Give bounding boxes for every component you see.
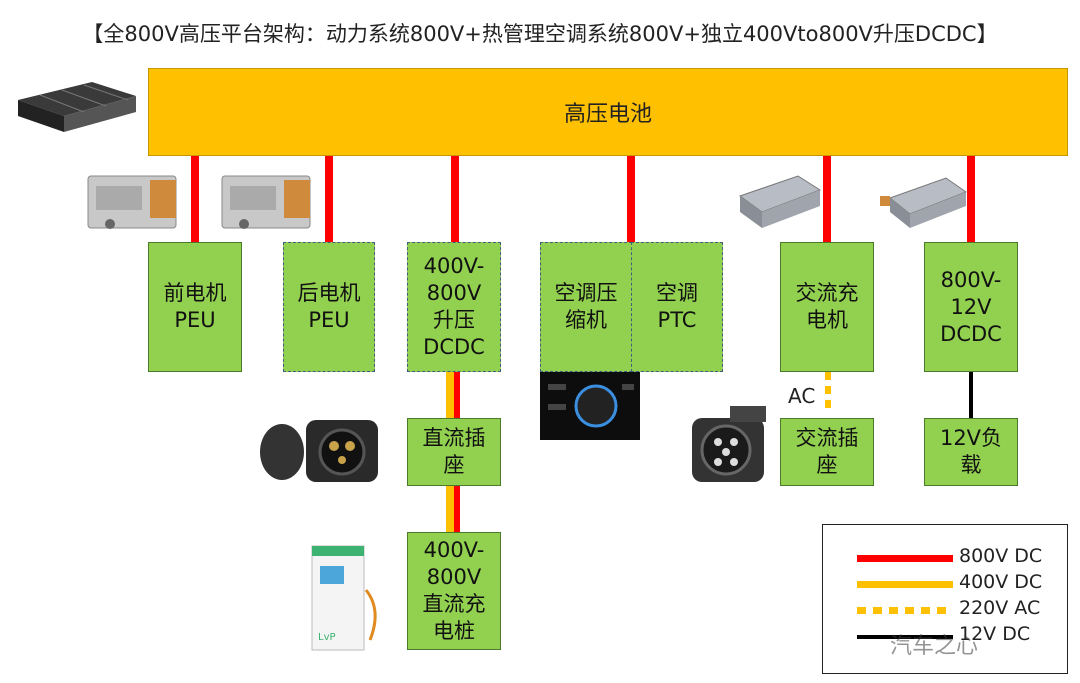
rear-motor-peu: 后电机 PEU <box>283 242 375 372</box>
front-motor-label: 前电机 PEU <box>163 281 227 332</box>
ac-compressor-label: 空调压 缩机 <box>554 281 618 332</box>
ac-panel-image <box>540 372 640 440</box>
ac-charger-label: 交流充 电机 <box>795 281 859 332</box>
line-800v-boost-dcdc <box>451 156 459 242</box>
diagram-title: 【全800V高压平台架构：动力系统800V+热管理空调系统800V+独立400V… <box>82 22 998 46</box>
svg-text:LvP: LvP <box>318 632 336 643</box>
boost-dcdc: 400V- 800V 升压 DCDC <box>407 242 501 372</box>
ac-ptc: 空调 PTC <box>631 242 723 372</box>
legend-label-400v: 400V DC <box>959 571 1043 593</box>
line-800v-rear-motor <box>325 156 333 242</box>
front-peu-image <box>87 175 177 229</box>
watermark: 汽车之心 <box>890 634 979 659</box>
dc-socket-label: 直流插 座 <box>422 426 486 477</box>
legend-label-220v: 220V AC <box>959 597 1041 619</box>
ac-socket-image <box>692 406 766 482</box>
legend-swatch-800v <box>857 555 953 562</box>
ac-socket: 交流插 座 <box>780 418 874 486</box>
ac-socket-label: 交流插 座 <box>795 426 859 477</box>
high-voltage-battery: 高压电池 <box>148 68 1068 156</box>
legend-label-800v: 800V DC <box>959 545 1043 567</box>
ac-charger: 交流充 电机 <box>780 242 874 372</box>
battery-label: 高压电池 <box>563 102 652 127</box>
line-800v-front-motor <box>191 156 199 242</box>
line-220v-ac <box>825 372 831 408</box>
dcdc-12v-label: 800V- 12V DCDC <box>940 267 1002 346</box>
line-400v-to-socket <box>446 372 454 418</box>
line-800v-to-pile <box>454 486 460 532</box>
battery-pack-image <box>18 82 136 132</box>
dc-charging-pile: 400V- 800V 直流充 电桩 <box>407 532 501 650</box>
line-800v-ac <box>627 156 635 242</box>
dc-charging-pile-label: 400V- 800V 直流充 电桩 <box>422 538 486 643</box>
legend-swatch-400v <box>857 581 953 588</box>
legend-item-220v: 220V AC <box>857 597 1067 623</box>
legend-label-12v: 12V DC <box>959 623 1031 645</box>
legend: 800V DC 400V DC 220V AC 12V DC <box>822 524 1068 674</box>
dc-socket-image <box>260 420 378 482</box>
rear-peu-image <box>221 175 311 229</box>
legend-item-400v: 400V DC <box>857 571 1067 597</box>
legend-item-800v: 800V DC <box>857 545 1067 571</box>
ac-charger-image <box>738 175 822 228</box>
boost-dcdc-label: 400V- 800V 升压 DCDC <box>423 254 485 359</box>
load-12v-label: 12V负 载 <box>939 426 1003 477</box>
line-12v-load <box>969 372 973 418</box>
ac-ptc-label: 空调 PTC <box>656 281 698 332</box>
dc-socket: 直流插 座 <box>407 418 501 486</box>
legend-item-12v: 12V DC <box>857 623 1067 649</box>
line-800v-ac-charger <box>823 156 831 242</box>
dcdc-12v: 800V- 12V DCDC <box>924 242 1018 372</box>
ac-compressor: 空调压 缩机 <box>540 242 632 372</box>
legend-swatch-12v <box>857 635 953 639</box>
dcdc-12v-image <box>880 177 968 228</box>
line-800v-dcdc-12v <box>967 156 975 242</box>
rear-motor-label: 后电机 PEU <box>297 281 361 332</box>
line-800v-to-socket <box>454 372 460 418</box>
front-motor-peu: 前电机 PEU <box>148 242 242 372</box>
line-400v-to-pile <box>446 486 454 532</box>
load-12v: 12V负 载 <box>924 418 1018 486</box>
legend-swatch-220v <box>857 607 953 614</box>
ac-line-label: AC <box>788 384 816 408</box>
charging-pile-image: LvP <box>311 545 377 651</box>
